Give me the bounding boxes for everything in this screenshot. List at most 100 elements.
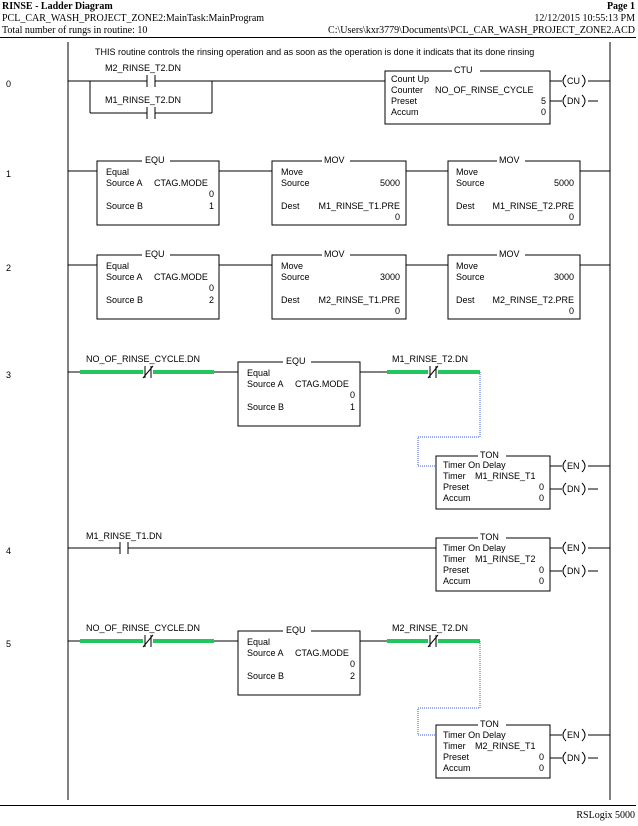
mov-source-label: Source <box>456 272 485 282</box>
contact-tag: M2_RINSE_T2.DN <box>392 623 468 633</box>
equ-title: Equal <box>247 368 270 378</box>
equ-mnemonic: EQU <box>145 249 165 259</box>
ton-mnemonic: TON <box>480 532 499 542</box>
equ-source-a-value: 0 <box>350 390 355 400</box>
contact-tag: NO_OF_RINSE_CYCLE.DN <box>86 623 200 633</box>
ton-timer-tag: M1_RINSE_T1 <box>475 471 536 481</box>
equ-source-a: CTAG.MODE <box>295 379 349 389</box>
equ-mnemonic: EQU <box>145 155 165 165</box>
equ-source-a-value: 0 <box>209 189 214 199</box>
equ-instruction[interactable]: EQU Equal Source A CTAG.MODE 0 Source B … <box>96 249 220 320</box>
ton-mnemonic: TON <box>480 719 499 729</box>
ton-preset-value: 0 <box>539 482 544 492</box>
contact-tag: M2_RINSE_T2.DN <box>105 63 181 73</box>
ton-timer-tag: M2_RINSE_T1 <box>475 741 536 751</box>
xio-contact-no-of-rinse-cycle-dn[interactable] <box>142 634 154 648</box>
equ-source-a-value: 0 <box>350 659 355 669</box>
ctu-accum-value: 0 <box>541 107 546 117</box>
mov-dest-label: Dest <box>281 201 300 211</box>
mov-instruction[interactable]: MOV Move Source 3000 Dest M2_RINSE_T2.PR… <box>447 249 581 320</box>
mov-dest: M1_RINSE_T1.PRE <box>318 201 400 211</box>
equ-source-b-label: Source B <box>247 402 284 412</box>
rung-number: 1 <box>6 169 11 179</box>
equ-mnemonic: EQU <box>286 625 306 635</box>
equ-source-a: CTAG.MODE <box>295 648 349 658</box>
mov-source: 5000 <box>380 178 400 188</box>
equ-source-a-value: 0 <box>209 283 214 293</box>
rung-number: 5 <box>6 639 11 649</box>
rung-5: 5 NO_OF_RINSE_CYCLE.DN EQU Equal Source … <box>6 623 610 779</box>
mov-dest: M2_RINSE_T1.PRE <box>318 295 400 305</box>
ton-accum-label: Accum <box>443 763 471 773</box>
rung-1: 1 EQU Equal Source A CTAG.MODE 0 Source … <box>6 155 610 226</box>
equ-source-a-label: Source A <box>247 648 284 658</box>
ton-accum-label: Accum <box>443 576 471 586</box>
mov-title: Move <box>456 167 478 177</box>
mov-source: 3000 <box>380 272 400 282</box>
equ-source-a: CTAG.MODE <box>154 178 208 188</box>
mov-instruction[interactable]: MOV Move Source 3000 Dest M2_RINSE_T1.PR… <box>271 249 407 320</box>
rung-count: Total number of rungs in routine: 10 <box>2 25 148 36</box>
equ-title: Equal <box>106 261 129 271</box>
rung-0: 0 M2_RINSE_T2.DN M1_RINSE_T2.DN CTU Coun… <box>6 63 610 125</box>
contact-tag: NO_OF_RINSE_CYCLE.DN <box>86 354 200 364</box>
xio-contact-no-of-rinse-cycle-dn[interactable] <box>142 365 154 379</box>
ton-timer-label: Timer <box>443 554 466 564</box>
ton-title: Timer On Delay <box>443 460 506 470</box>
file-path: C:\Users\kxr3779\Documents\PCL_CAR_WASH_… <box>328 25 635 36</box>
equ-source-a-label: Source A <box>106 272 143 282</box>
rung-number: 0 <box>6 79 11 89</box>
ctu-title: Count Up <box>391 74 429 84</box>
ctu-dn-output: DN <box>567 96 580 106</box>
ton-accum-value: 0 <box>539 493 544 503</box>
xio-contact-m2-rinse-t2-dn[interactable] <box>427 634 439 648</box>
ton-preset-label: Preset <box>443 482 470 492</box>
ton-preset-label: Preset <box>443 565 470 575</box>
header-divider <box>0 37 636 38</box>
ctu-preset-value: 5 <box>541 96 546 106</box>
program-path: PCL_CAR_WASH_PROJECT_ZONE2:MainTask:Main… <box>2 13 265 24</box>
xio-contact-m1-rinse-t2-dn[interactable] <box>427 365 439 379</box>
report-title: RINSE - Ladder Diagram <box>2 1 113 12</box>
equ-source-b-label: Source B <box>106 201 143 211</box>
mov-mnemonic: MOV <box>499 249 520 259</box>
rung-3: 3 NO_OF_RINSE_CYCLE.DN EQU Equal Source … <box>6 354 610 510</box>
ton-timer-label: Timer <box>443 741 466 751</box>
ton-instruction[interactable]: TON Timer On Delay Timer M1_RINSE_T2 Pre… <box>435 532 551 592</box>
mov-dest: M2_RINSE_T2.PRE <box>492 295 574 305</box>
ton-preset-value: 0 <box>539 752 544 762</box>
equ-source-b-label: Source B <box>106 295 143 305</box>
mov-instruction[interactable]: MOV Move Source 5000 Dest M1_RINSE_T1.PR… <box>271 155 407 226</box>
mov-dest-value: 0 <box>395 212 400 222</box>
mov-mnemonic: MOV <box>499 155 520 165</box>
mov-mnemonic: MOV <box>324 155 345 165</box>
ton-preset-label: Preset <box>443 752 470 762</box>
equ-instruction[interactable]: EQU Equal Source A CTAG.MODE 0 Source B … <box>96 155 220 226</box>
xic-contact-m1-rinse-t1-dn[interactable] <box>119 542 129 554</box>
equ-source-b: 2 <box>209 295 214 305</box>
ton-dn-output: DN <box>567 566 580 576</box>
ctu-accum-label: Accum <box>391 107 419 117</box>
mov-source: 5000 <box>554 178 574 188</box>
xic-contact-m2-rinse-t2-dn[interactable] <box>146 75 156 87</box>
footer-brand: RSLogix 5000 <box>576 810 635 821</box>
rung-2: 2 EQU Equal Source A CTAG.MODE 0 Source … <box>6 249 610 320</box>
ton-instruction[interactable]: TON Timer On Delay Timer M2_RINSE_T1 Pre… <box>435 719 551 779</box>
mov-instruction[interactable]: MOV Move Source 5000 Dest M1_RINSE_T2.PR… <box>447 155 581 226</box>
mov-source-label: Source <box>456 178 485 188</box>
equ-source-a-label: Source A <box>247 379 284 389</box>
ctu-counter-tag: NO_OF_RINSE_CYCLE <box>435 85 534 95</box>
equ-title: Equal <box>106 167 129 177</box>
ctu-instruction[interactable]: CTU Count Up Counter NO_OF_RINSE_CYCLE P… <box>384 65 551 125</box>
equ-title: Equal <box>247 637 270 647</box>
ton-instruction[interactable]: TON Timer On Delay Timer M1_RINSE_T1 Pre… <box>435 450 551 510</box>
mov-dest-label: Dest <box>456 295 475 305</box>
contact-tag: M1_RINSE_T2.DN <box>392 354 468 364</box>
ctu-preset-label: Preset <box>391 96 418 106</box>
equ-instruction[interactable]: EQU Equal Source A CTAG.MODE 0 Source B … <box>237 625 361 696</box>
routine-comment: THIS routine controls the rinsing operat… <box>95 47 534 57</box>
mov-title: Move <box>281 261 303 271</box>
xic-contact-m1-rinse-t2-dn[interactable] <box>146 107 156 119</box>
equ-instruction[interactable]: EQU Equal Source A CTAG.MODE 0 Source B … <box>237 356 361 427</box>
mov-title: Move <box>281 167 303 177</box>
